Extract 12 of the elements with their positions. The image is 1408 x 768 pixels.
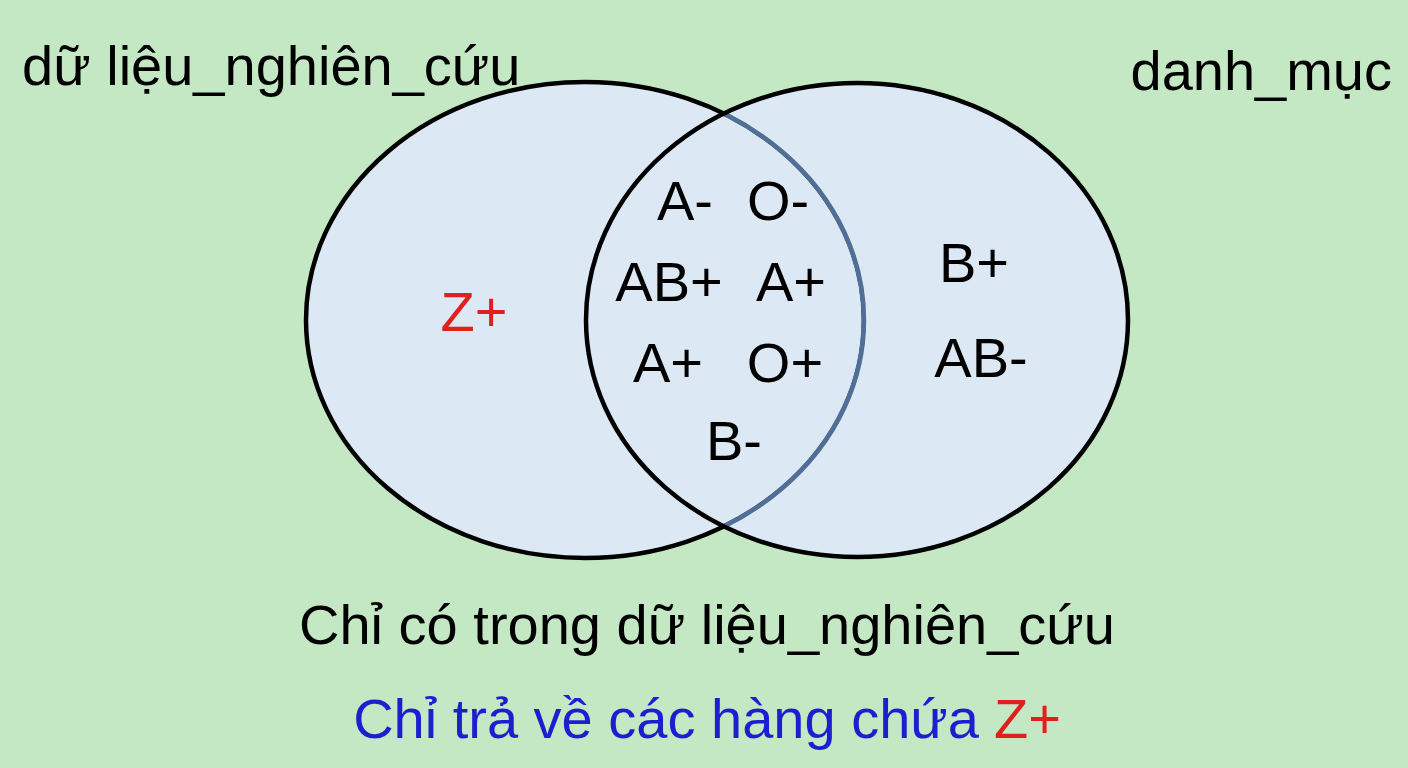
item-label: A- xyxy=(657,173,713,229)
set-title: danh_mục xyxy=(1130,43,1392,99)
item-label: A+ xyxy=(632,335,704,391)
item-label: AB- xyxy=(934,330,1028,386)
highlight-text: Z+ xyxy=(993,691,1061,747)
item-label: O+ xyxy=(746,335,824,391)
item-label: Z+ xyxy=(440,284,508,340)
item-label: B+ xyxy=(938,235,1010,291)
item-label: B- xyxy=(706,413,762,469)
item-label: A+ xyxy=(755,254,827,310)
item-label: O- xyxy=(746,173,810,229)
item-label: AB+ xyxy=(615,254,723,310)
